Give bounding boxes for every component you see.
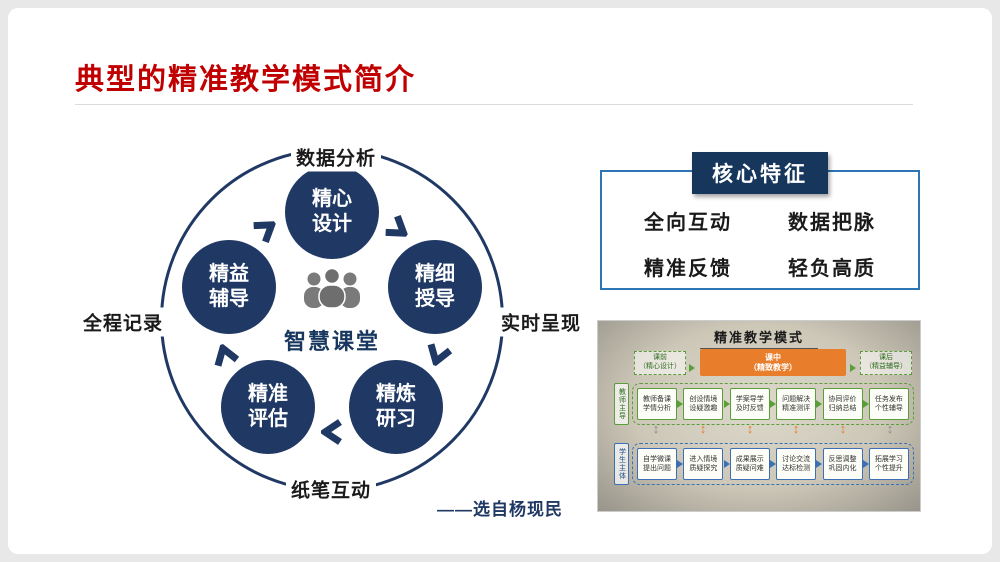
cycle-center-label: 智慧课堂 bbox=[283, 329, 381, 354]
arrow-right-icon bbox=[677, 400, 684, 408]
teacher-step: 创设情境 设疑激趣 bbox=[683, 388, 724, 420]
title-divider bbox=[75, 104, 913, 105]
flowchart-title-row: 精准教学模式 bbox=[598, 327, 920, 349]
arrow-right-icon bbox=[769, 400, 776, 408]
chevron-arrow-icon bbox=[422, 341, 454, 370]
chevron-arrow-icon bbox=[318, 419, 343, 445]
chevron-arrow-icon bbox=[381, 212, 414, 246]
cycle-node-assess: 精准 评估 bbox=[221, 360, 315, 454]
teacher-step: 问题解决 精准测评 bbox=[776, 388, 817, 420]
arrow-updown-icon: ↕ bbox=[699, 421, 707, 436]
flowchart-title: 精准教学模式 bbox=[699, 327, 818, 349]
student-step: 进入情境 质疑探究 bbox=[683, 448, 724, 480]
student-track-label: 学生主体 bbox=[614, 443, 629, 485]
student-step: 反思调整 巩固内化 bbox=[822, 448, 863, 480]
flow-stage-before: 课前 （精心设计） bbox=[634, 351, 686, 375]
flowchart-image: 精准教学模式 课前 （精心设计） 课中 （精致教学） 课后 （精益辅导） 教师主… bbox=[598, 321, 920, 511]
arrow-right-icon bbox=[816, 460, 823, 468]
core-features-grid: 全向互动 数据把脉 精准反馈 轻负高质 bbox=[616, 206, 904, 281]
cycle-node-study: 精炼 研习 bbox=[349, 360, 443, 454]
cycle-outer-label-right: 实时呈现 bbox=[495, 307, 587, 337]
arrow-right-icon bbox=[689, 359, 695, 377]
core-feature-item: 全向互动 bbox=[644, 212, 732, 234]
arrow-right-icon bbox=[723, 460, 730, 468]
student-step: 成果展示 质疑问难 bbox=[729, 448, 770, 480]
teacher-step: 任务发布 个性辅导 bbox=[868, 388, 909, 420]
arrow-right-icon bbox=[850, 359, 856, 377]
arrow-right-icon bbox=[677, 460, 684, 468]
arrow-right-icon bbox=[769, 460, 776, 468]
people-icon bbox=[300, 267, 364, 313]
arrow-right-icon bbox=[723, 400, 730, 408]
chevron-arrow-icon bbox=[209, 341, 241, 370]
arrow-updown-icon: ↕ bbox=[746, 421, 754, 436]
flow-stage-after: 课后 （精益辅导） bbox=[860, 351, 912, 375]
core-feature-item: 轻负高质 bbox=[788, 258, 876, 280]
cycle-outer-label-bottom: 纸笔互动 bbox=[285, 474, 377, 504]
arrow-right-icon bbox=[862, 400, 869, 408]
chevron-arrow-icon bbox=[249, 212, 282, 246]
teacher-track-label: 教师主导 bbox=[614, 383, 629, 425]
student-step: 拓展学习 个性提升 bbox=[868, 448, 909, 480]
attribution: ——选自杨现民 bbox=[437, 500, 563, 519]
page-title: 典型的精准教学模式简介 bbox=[75, 64, 417, 96]
cycle-outer-label-left: 全程记录 bbox=[77, 307, 169, 337]
arrow-updown-icon: ↕ bbox=[839, 421, 847, 436]
arrow-updown-icon: ↕ bbox=[886, 421, 894, 436]
teacher-track-band: 教师备课 学情分析 创设情境 设疑激趣 学案导学 及时反馈 问题解决 精准测评 … bbox=[632, 383, 914, 425]
core-features-panel: 核心特征 全向互动 数据把脉 精准反馈 轻负高质 bbox=[600, 152, 920, 290]
cycle-node-instruct: 精细 授导 bbox=[388, 240, 482, 334]
flow-stage-during: 课中 （精致教学） bbox=[700, 349, 846, 376]
teacher-step: 协同评价 归纳总结 bbox=[822, 388, 863, 420]
cycle-outer-label-top: 数据分析 bbox=[290, 142, 382, 172]
core-features-title: 核心特征 bbox=[692, 152, 828, 194]
cycle-node-tutor: 精益 辅导 bbox=[182, 240, 276, 334]
cycle-node-design: 精心 设计 bbox=[285, 165, 379, 259]
student-track-band: 自学微课 提出问题 进入情境 质疑探究 成果展示 质疑问难 讨论交流 达标检测 … bbox=[632, 443, 914, 485]
core-feature-item: 精准反馈 bbox=[644, 258, 732, 280]
student-step: 自学微课 提出问题 bbox=[637, 448, 677, 480]
arrow-updown-icon: ↕ bbox=[792, 421, 800, 436]
student-step: 讨论交流 达标检测 bbox=[776, 448, 817, 480]
core-feature-item: 数据把脉 bbox=[788, 212, 876, 234]
arrow-right-icon bbox=[862, 460, 869, 468]
teacher-step: 教师备课 学情分析 bbox=[637, 388, 677, 420]
arrow-updown-icon: ↕ bbox=[652, 421, 660, 436]
teacher-step: 学案导学 及时反馈 bbox=[729, 388, 770, 420]
arrow-right-icon bbox=[816, 400, 823, 408]
